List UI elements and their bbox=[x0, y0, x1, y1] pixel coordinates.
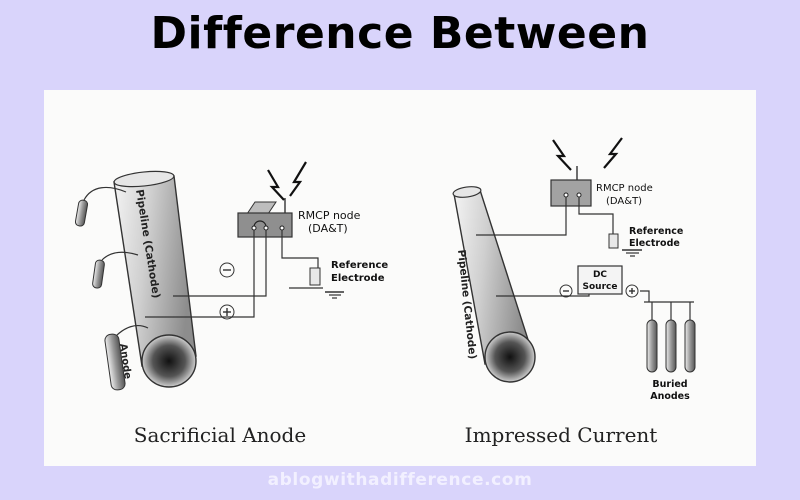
buried-anode-1 bbox=[646, 319, 658, 373]
anode-rod-1 bbox=[74, 199, 89, 227]
left-anode-label: Anode bbox=[117, 343, 133, 380]
left-pipeline: Pipeline (Cathode) bbox=[113, 170, 197, 388]
left-caption: Sacrificial Anode bbox=[134, 423, 306, 447]
anode-rod-3 bbox=[104, 333, 126, 391]
buried-anode-3 bbox=[684, 319, 696, 373]
buried-anodes-label-2: Anodes bbox=[650, 391, 690, 402]
right-ref-label-1: Reference bbox=[629, 226, 683, 237]
anode-rod-2 bbox=[92, 259, 105, 289]
dc-source-label-2: Source bbox=[583, 282, 618, 292]
diagram-svg: Pipeline (Cathode) Anode RMCP node (DA&T… bbox=[74, 137, 696, 447]
right-pipeline: Pipeline (Cathode) bbox=[452, 186, 536, 383]
right-caption: Impressed Current bbox=[465, 423, 658, 447]
left-reference-electrode bbox=[289, 267, 344, 299]
right-node-label-1: RMCP node bbox=[596, 183, 653, 194]
buried-anode-2 bbox=[665, 319, 677, 373]
left-anodes bbox=[83, 186, 149, 337]
impressed-current-diagram: Pipeline (Cathode) RMCP node (DA&T) bbox=[452, 137, 696, 447]
left-node-label-1: RMCP node bbox=[298, 209, 361, 222]
sacrificial-anode-diagram: Pipeline (Cathode) Anode RMCP node (DA&T… bbox=[74, 161, 388, 447]
dc-source-box bbox=[577, 265, 623, 295]
left-node-label-2: (DA&T) bbox=[308, 222, 348, 235]
left-ref-label-1: Reference bbox=[331, 260, 388, 271]
left-minus-symbol bbox=[219, 262, 235, 278]
footer-watermark: ablogwithadifference.com bbox=[267, 470, 533, 490]
diagram-panel: Pipeline (Cathode) Anode RMCP node (DA&T… bbox=[44, 90, 756, 466]
left-rmcp-node bbox=[237, 161, 307, 238]
right-minus-symbol bbox=[559, 284, 573, 298]
left-plus-symbol bbox=[219, 304, 235, 320]
left-ref-label-2: Electrode bbox=[331, 273, 385, 284]
right-plus-symbol bbox=[625, 284, 639, 298]
right-rmcp-node bbox=[550, 137, 623, 207]
dc-source-label-1: DC bbox=[593, 270, 607, 280]
right-node-label-2: (DA&T) bbox=[606, 196, 642, 207]
buried-anodes-label-1: Buried bbox=[652, 379, 687, 390]
right-ref-label-2: Electrode bbox=[629, 238, 680, 249]
right-reference-electrode bbox=[608, 233, 642, 257]
page-title: Difference Between bbox=[150, 8, 650, 59]
